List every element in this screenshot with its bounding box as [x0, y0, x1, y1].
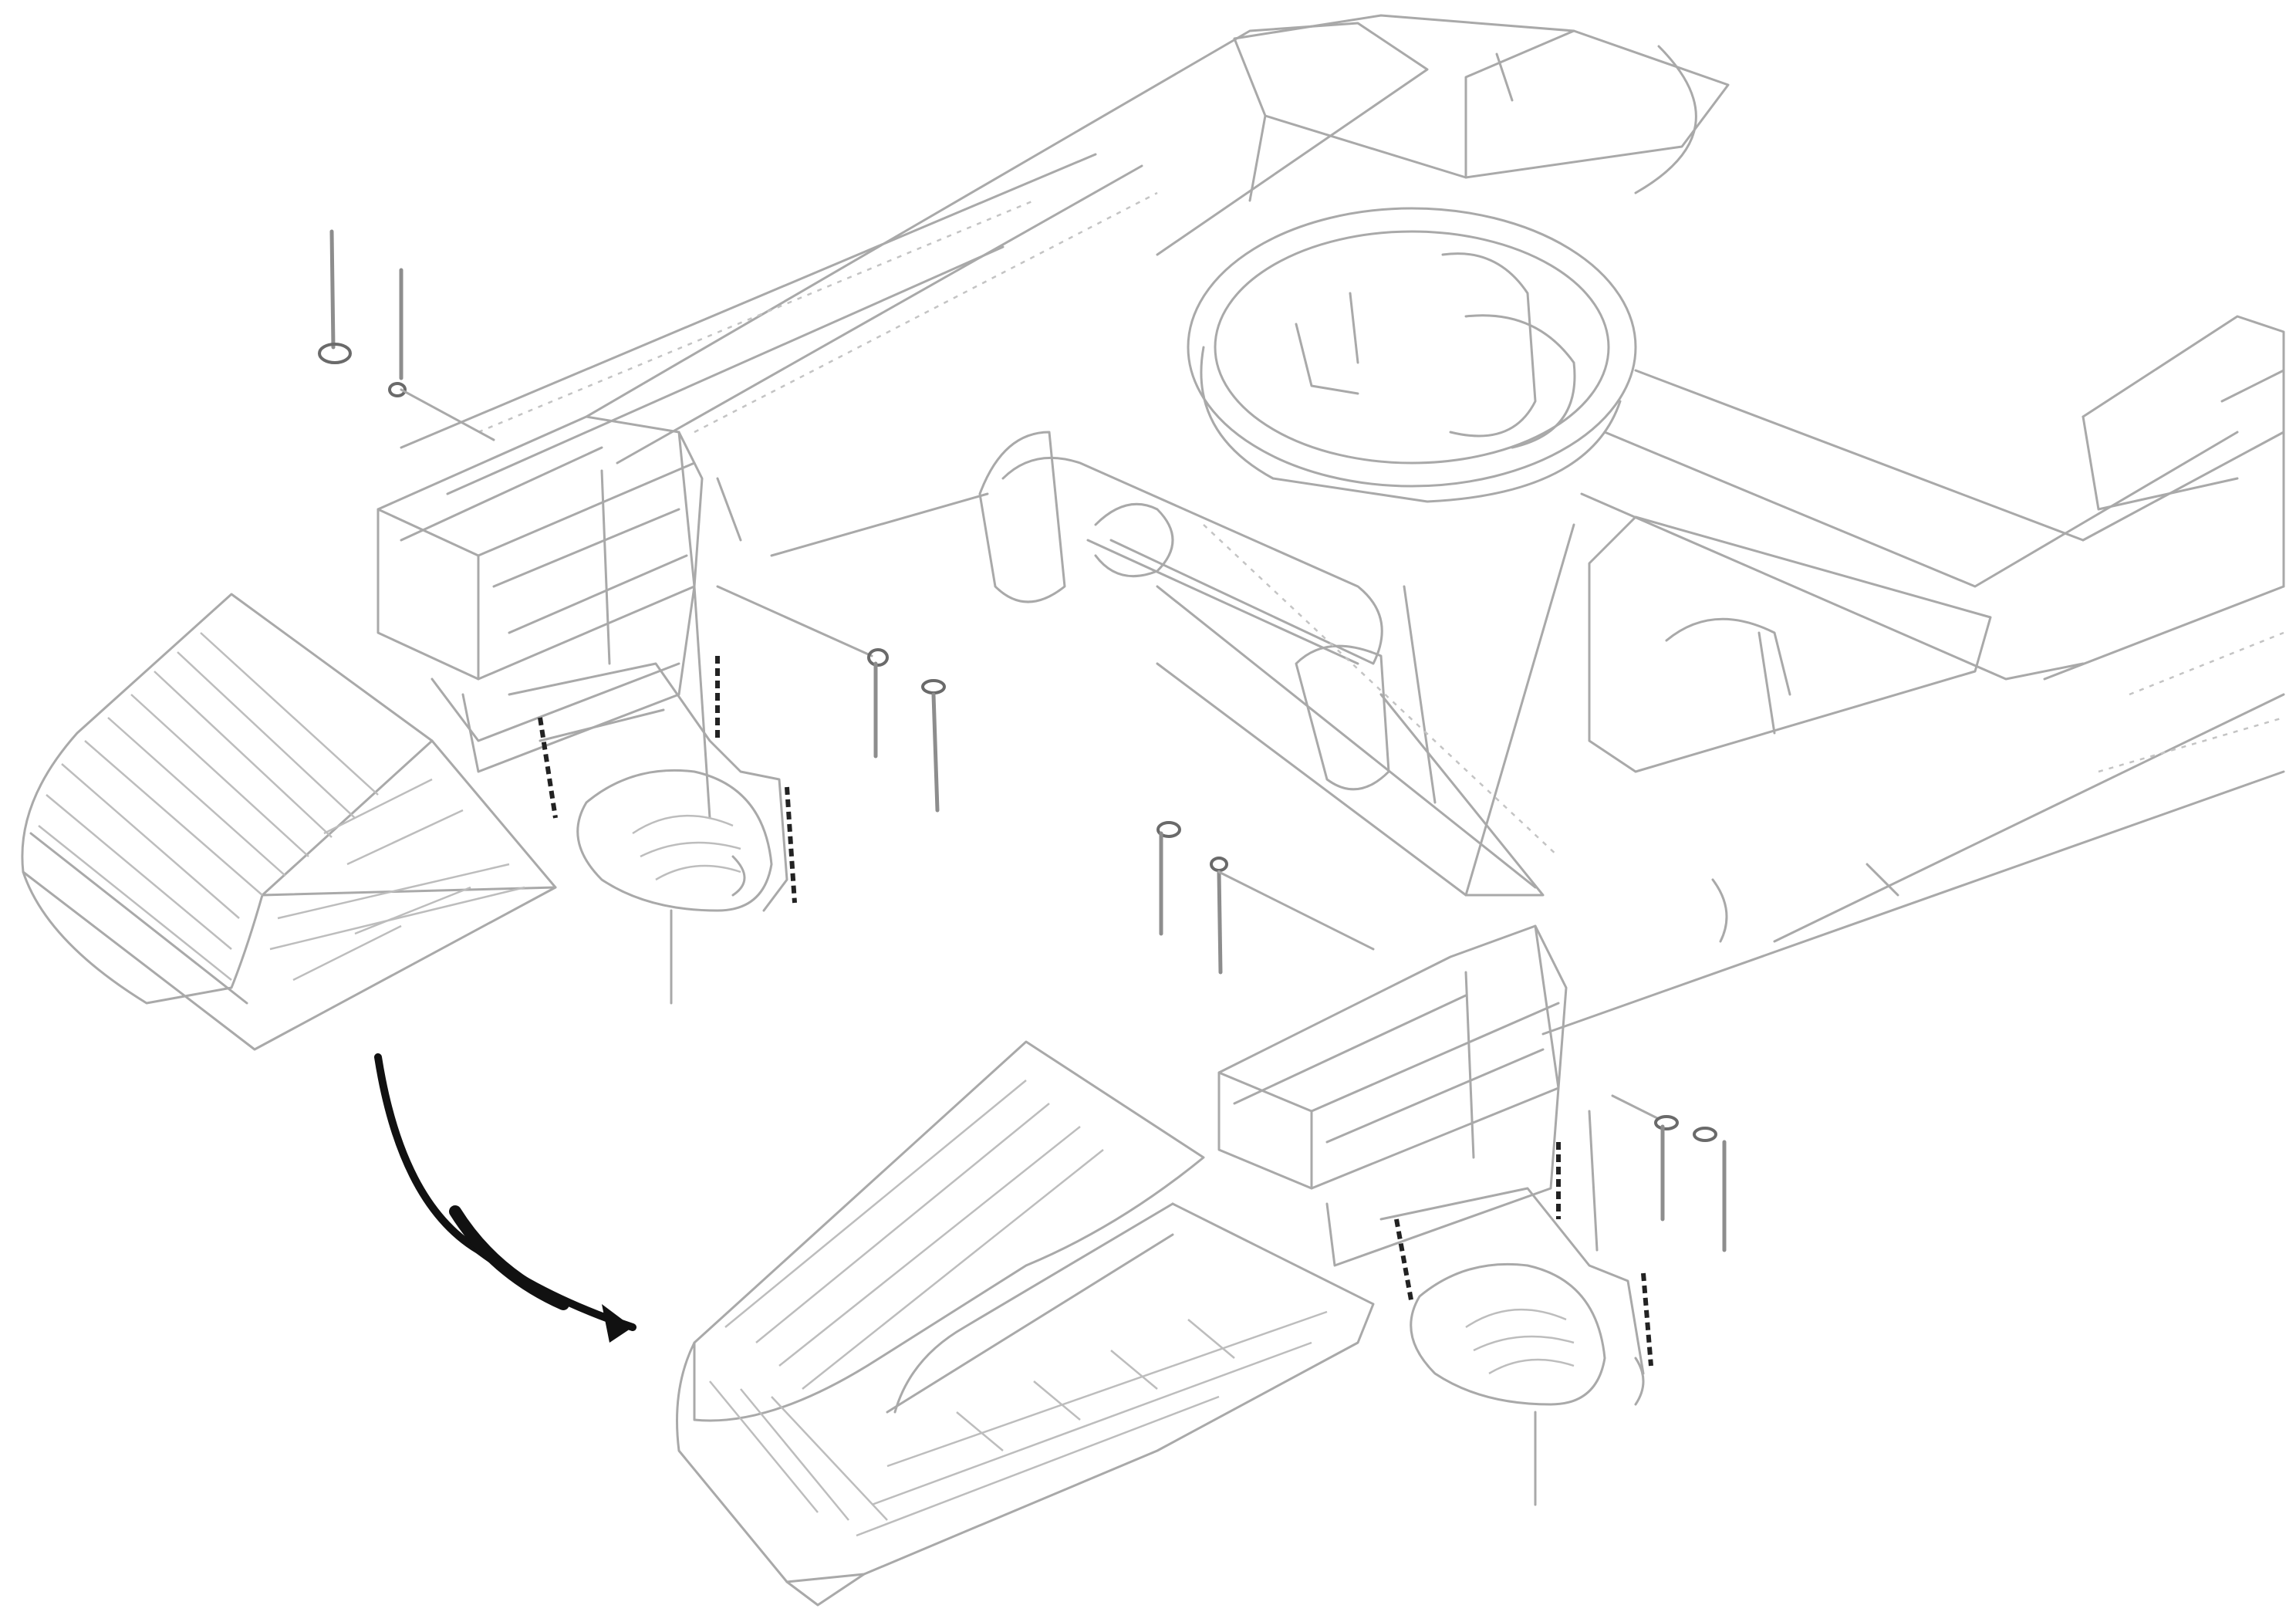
bolt-group-center: [1156, 821, 1375, 975]
lower-steel-track: [676, 1040, 1375, 1607]
undercarriage-frame: [400, 14, 2285, 1036]
bolt-group-mid: [716, 585, 946, 813]
rotation-arrow-icon: [374, 1053, 636, 1343]
upper-rubber-track: [21, 593, 557, 1051]
bolt-group-top-left: [318, 229, 495, 441]
lower-track-frame: [1217, 924, 1645, 1406]
bolt-group-lower-right: [1611, 1094, 1727, 1252]
lower-drive-sprocket: [1394, 1142, 1653, 1506]
upper-drive-sprocket: [538, 656, 797, 1005]
upper-track-frame: [376, 415, 788, 912]
